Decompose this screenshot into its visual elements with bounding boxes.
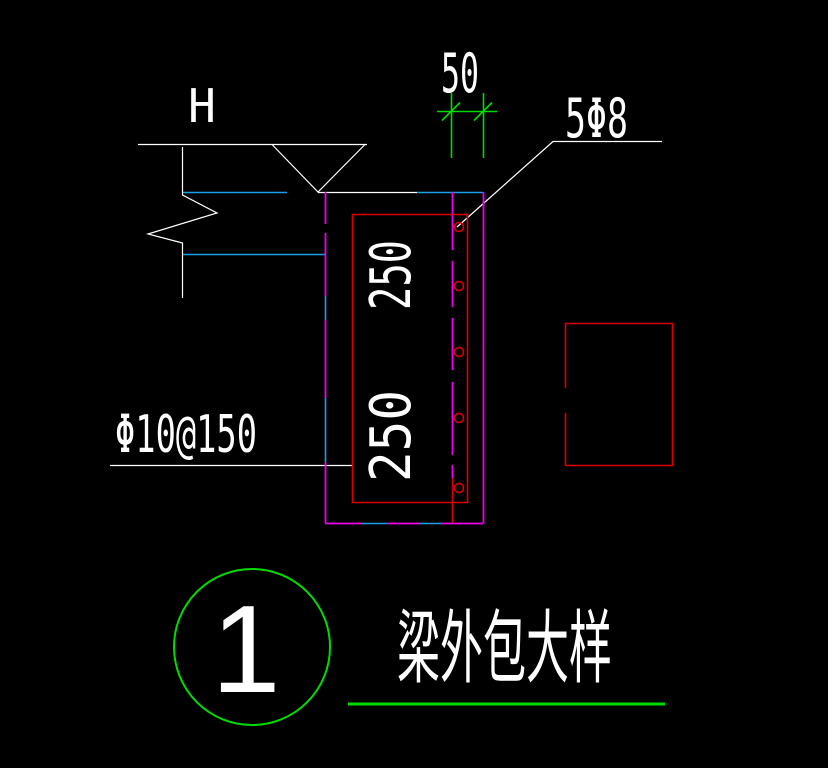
rebar-dot xyxy=(453,221,465,233)
cyan-slab-lines xyxy=(183,191,483,525)
detail-number: 1 xyxy=(212,581,281,719)
rebar-dot xyxy=(453,280,465,292)
stirrup-outline-rect xyxy=(351,213,469,504)
wall-break-line xyxy=(145,147,219,298)
rebar-label: 5Φ8 xyxy=(565,87,628,150)
rebar-dot xyxy=(453,482,465,494)
rebar-dot xyxy=(453,412,465,424)
level-triangle-symbol xyxy=(271,144,366,193)
rebar-dot xyxy=(453,346,465,358)
top-cover-dimension: 50 xyxy=(441,42,479,105)
section-box-rect xyxy=(564,322,674,467)
dim-tick-right xyxy=(473,101,493,122)
dim-tick-left xyxy=(441,101,461,122)
detail-title: 梁外包大样 xyxy=(397,602,612,695)
magenta-cladding-outline xyxy=(324,192,485,525)
stirrup-label: Φ10@150 xyxy=(115,405,257,465)
white-linework xyxy=(110,140,662,467)
level-label: H xyxy=(188,79,216,133)
upper-depth-dimension: 250 xyxy=(359,240,424,310)
red-reinforcement xyxy=(351,213,674,523)
rebar-leader-line xyxy=(456,140,662,228)
green-dimension-work xyxy=(173,93,665,726)
lower-depth-dimension: 250 xyxy=(359,390,424,482)
detail-bubble-circle xyxy=(173,568,331,726)
